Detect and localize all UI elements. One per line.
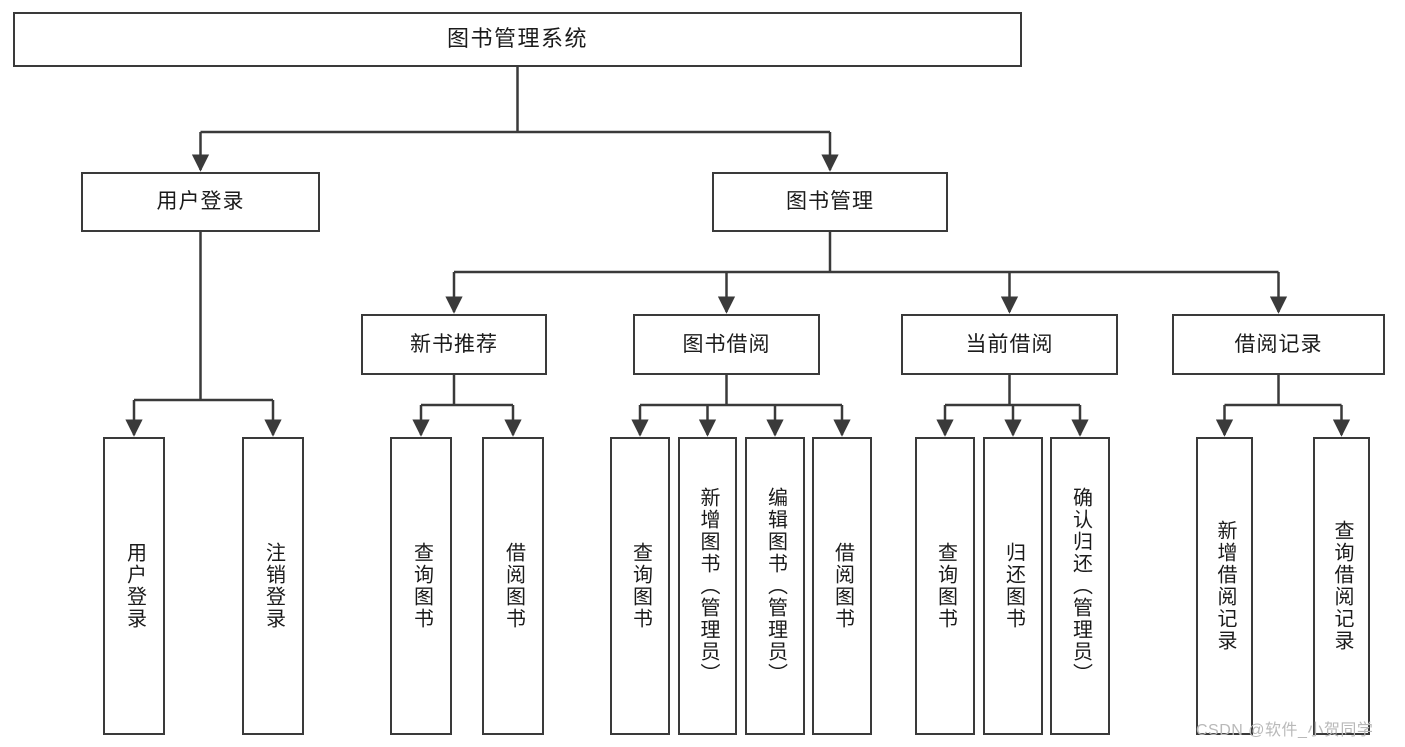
node-book-borrow[interactable]: 图书借阅 xyxy=(633,314,820,375)
node-label: 归还图书 xyxy=(1002,542,1025,630)
node-leaf-return-book[interactable]: 归还图书 xyxy=(983,437,1043,735)
node-book-manage[interactable]: 图书管理 xyxy=(712,172,948,232)
node-label: 借阅图书 xyxy=(831,542,854,630)
node-user-login[interactable]: 用户登录 xyxy=(81,172,320,232)
node-root[interactable]: 图书管理系统 xyxy=(13,12,1022,67)
node-label: 图书借阅 xyxy=(682,332,771,356)
node-leaf-query-record[interactable]: 查询借阅记录 xyxy=(1313,437,1370,735)
node-leaf-logout-login[interactable]: 注销登录 xyxy=(242,437,304,735)
node-label: 查询图书 xyxy=(410,542,433,630)
node-label: 图书管理 xyxy=(786,190,874,214)
node-leaf-edit-book[interactable]: 编辑图书（管理员） xyxy=(745,437,805,735)
node-label: 确认归还（管理员） xyxy=(1069,487,1092,685)
node-label: 查询图书 xyxy=(629,542,652,630)
csdn-watermark: CSDN @软件_小贺同学 xyxy=(1196,722,1374,739)
node-label: 注销登录 xyxy=(262,542,285,630)
node-leaf-query-book-rec[interactable]: 查询图书 xyxy=(390,437,452,735)
node-current-borrow[interactable]: 当前借阅 xyxy=(901,314,1118,375)
node-label: 用户登录 xyxy=(123,542,146,630)
node-leaf-user-login[interactable]: 用户登录 xyxy=(103,437,165,735)
node-borrow-record[interactable]: 借阅记录 xyxy=(1172,314,1385,375)
node-label: 查询借阅记录 xyxy=(1331,520,1353,652)
node-leaf-query-book-borrow[interactable]: 查询图书 xyxy=(610,437,670,735)
node-label: 新增图书（管理员） xyxy=(697,487,719,685)
node-leaf-confirm-return[interactable]: 确认归还（管理员） xyxy=(1050,437,1110,735)
node-label: 新书推荐 xyxy=(410,332,498,356)
node-leaf-borrow-book-rec[interactable]: 借阅图书 xyxy=(482,437,544,735)
node-label: 借阅图书 xyxy=(502,542,525,630)
node-label: 查询图书 xyxy=(934,542,957,630)
node-leaf-add-book[interactable]: 新增图书（管理员） xyxy=(678,437,737,735)
node-label: 新增借阅记录 xyxy=(1214,520,1236,652)
node-leaf-add-record[interactable]: 新增借阅记录 xyxy=(1196,437,1253,735)
node-label: 图书管理系统 xyxy=(446,26,588,52)
node-label: 借阅记录 xyxy=(1234,332,1323,356)
node-label: 编辑图书（管理员） xyxy=(764,487,787,685)
node-label: 用户登录 xyxy=(156,190,245,214)
node-label: 当前借阅 xyxy=(965,332,1054,356)
node-new-book-recommend[interactable]: 新书推荐 xyxy=(361,314,547,375)
node-leaf-borrow-book[interactable]: 借阅图书 xyxy=(812,437,872,735)
node-leaf-query-book-cur[interactable]: 查询图书 xyxy=(915,437,975,735)
